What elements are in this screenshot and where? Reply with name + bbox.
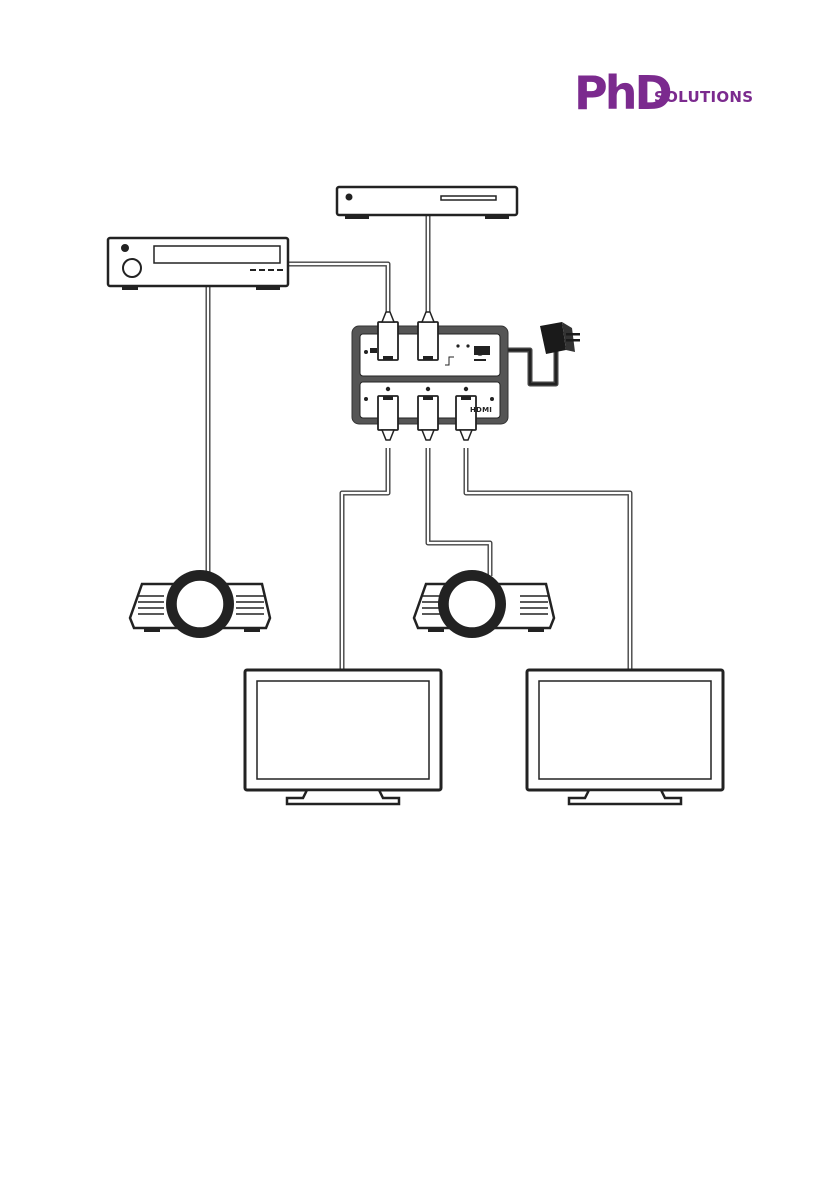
cable-hub-to-monitor-left bbox=[342, 448, 388, 670]
cable-receiver-to-hub bbox=[288, 264, 388, 322]
hdmi-matrix-switcher-icon bbox=[352, 312, 508, 440]
projector-icon bbox=[130, 570, 270, 638]
projector-icon bbox=[414, 570, 554, 638]
monitor-icon bbox=[527, 670, 723, 804]
cable-hub-to-projector-center bbox=[428, 448, 490, 576]
av-receiver-icon bbox=[108, 238, 288, 290]
hdmi-port-label: HDMI bbox=[470, 406, 492, 414]
monitor-icon bbox=[245, 670, 441, 804]
power-adapter-icon bbox=[540, 322, 580, 354]
bluray-player-icon bbox=[337, 187, 517, 219]
